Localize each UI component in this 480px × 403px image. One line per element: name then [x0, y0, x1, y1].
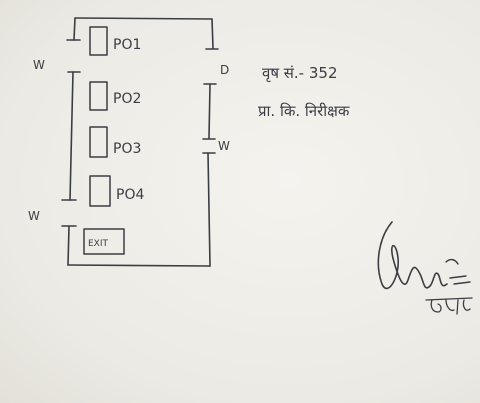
- right-wall-bottom: [207, 152, 211, 267]
- left-wall-middle: [69, 71, 74, 201]
- right-wall-middle: [208, 83, 211, 139]
- room-label-po4: PO4: [116, 187, 144, 203]
- left-marker-lower: W: [28, 209, 40, 223]
- right-wall-top: [211, 18, 214, 49]
- exit-box: [83, 228, 125, 255]
- room-box-po3: [89, 126, 108, 158]
- room-box-po4: [89, 175, 111, 207]
- top-wall: [74, 17, 213, 20]
- room-box-po2: [89, 81, 108, 111]
- exit-label: EXIT: [88, 239, 109, 249]
- left-marker-upper: W: [33, 58, 45, 72]
- signature-mark: [377, 221, 473, 315]
- note-line-1: वृष सं.- 352: [262, 64, 338, 83]
- bottom-wall: [67, 264, 211, 267]
- right-marker-upper: D: [220, 63, 229, 77]
- room-label-po1: PO1: [113, 37, 141, 53]
- left-wall-top: [73, 17, 76, 41]
- building-outline: [61, 17, 219, 267]
- room-box-po1: [89, 26, 108, 56]
- left-wall-bottom: [67, 225, 70, 266]
- room-label-po3: PO3: [113, 141, 141, 157]
- room-boxes: [83, 26, 125, 255]
- room-label-po2: PO2: [113, 91, 141, 107]
- note-line-2: प्रा. कि. निरीक्षक: [258, 102, 350, 120]
- right-marker-lower: W: [218, 139, 230, 153]
